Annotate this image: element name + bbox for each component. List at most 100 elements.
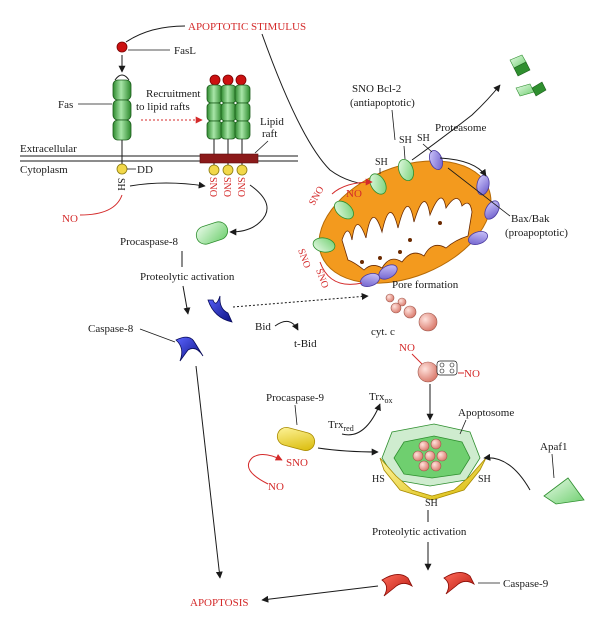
procaspase9-shape [276,427,316,451]
bax-translocation-arrow [439,157,487,177]
procaspase8-shape [195,221,229,245]
fas-receptor [112,74,132,175]
dd-label: DD [137,164,153,176]
apaf1-to-apoptosome-arrow [483,453,531,491]
bax-protein-4 [467,231,489,245]
cyt-c-bound [417,361,439,383]
procaspase9-label: Procaspase-9 [266,392,325,404]
caspase8-to-mito-dotted [232,293,369,308]
bcl2-sno-label-1: SNO [307,185,327,208]
fas-sno-2: SNO [221,177,232,197]
no-cytc-left-line [411,353,423,365]
bax-sh-pointer [422,143,433,153]
bax-label-line1: Bax/Bak [511,213,550,225]
proteasome-label: Proteasome [435,122,486,134]
bcl2-sno-label-3: SNO [313,267,330,290]
apoptosome-sh-bottom-label: SH [425,498,438,509]
no-procaspase9-arrow [248,454,283,485]
caspase9-label: Caspase-9 [503,578,549,590]
apaf1-pointer [551,453,555,479]
apoptosome-hs-label: HS [372,474,385,485]
bid-cleavage-arrow [274,320,299,331]
bid-label: Bid [255,321,271,333]
sno-bcl2-label-line2: (antiapoptotic) [350,97,415,109]
degraded-fragments [509,54,547,97]
cytoplasm-label: Cytoplasm [20,164,68,176]
apoptosome-sh-right-label: SH [478,474,491,485]
caspase8-shape-lower [175,336,204,362]
trx-red-label: Trxred [328,419,354,433]
apaf1-shape [543,477,585,505]
no-label-procaspase9: NO [268,481,284,493]
apoptosome-pointer [459,419,467,435]
no-label-cytc-left: NO [399,342,415,354]
fas-snitrosylation-arrow [129,181,206,189]
cytochrome-c-release [385,293,438,332]
recruitment-label-line2: to lipid rafts [136,101,190,113]
caspase9-to-apoptosis-arrow [261,585,379,603]
caspase9-shape-right [443,572,475,595]
trx-ox-label: Trxox [369,391,393,405]
pore-formation-label: Pore formation [392,279,459,291]
fas-sno-3: SNO [235,177,246,197]
bcl2-label-pointer [391,109,396,141]
proteolytic-activation-label-1: Proteolytic activation [140,271,235,283]
apoptotic-stimulus-label: APOPTOTIC STIMULUS [188,21,306,33]
bax-label-pointer [447,167,511,217]
bcl2-sh-2-pointer [403,145,406,160]
bcl2-sh-label-2: SH [399,135,412,146]
raft-to-procaspase8-arrow [229,184,268,236]
caspase8-to-apoptosis-arrow [195,365,223,579]
fasl-ligand-free [116,41,128,53]
apaf1-label: Apaf1 [540,441,568,453]
recruitment-label-line1: Recruitment [146,88,200,100]
trx-arrow [341,403,381,436]
apoptosome [379,423,487,501]
caspase9-shape-left [381,574,413,597]
bcl2-sno-label-2: SNO [295,247,312,270]
fas-sh-label: SH [115,178,126,191]
bcl2-protein-4 [312,237,336,253]
stimulus-to-fasl-line [125,25,186,43]
caspase8-shape-upper [207,295,233,323]
fas-trimer [206,74,251,176]
sno-bcl2-label-line1: SNO Bcl-2 [352,83,401,95]
lipid-raft-pointer [254,140,269,154]
fasl-label: FasL [174,45,196,57]
bcl2-sh-label-1: SH [375,157,388,168]
no-label-fas: NO [62,213,78,225]
fas-label: Fas [58,99,73,111]
no-bcl2-arrow-2 [319,261,363,285]
procaspase9-sno-label: SNO [286,457,308,469]
bcl2-protein-2 [398,158,414,182]
procaspase9-pointer [294,404,298,426]
stimulus-to-mitochondria-line [261,33,379,186]
caspase8-label: Caspase-8 [88,323,134,335]
bax-protein-3 [484,200,500,220]
cyt-c-label: cyt. c [371,326,395,338]
no-bcl2-arrow [331,178,373,195]
heme-complex [436,360,458,376]
bcl2-protein-3 [334,200,354,220]
no-label-cytc-right: NO [464,368,480,380]
fas-sno-1: SNO [207,177,218,197]
no-label-bcl2: NO [346,188,362,200]
extracellular-label: Extracellular [20,143,77,155]
lipid-raft [199,153,259,164]
bcl2-protein-1 [369,173,387,195]
procaspase8-label: Procaspase-8 [120,236,179,248]
bax-label-line2: (proapoptotic) [505,227,568,239]
apoptosis-label: APOPTOSIS [190,597,249,609]
lipid-raft-label-line2: raft [262,128,277,140]
apoptosome-label: Apoptosome [458,407,514,419]
bax-sh-label: SH [417,133,430,144]
activation-to-caspase8-arrow [182,285,191,315]
caspase8-pointer [139,328,176,343]
proteolytic-activation-label-2: Proteolytic activation [372,526,467,538]
procaspase9-to-apoptosome-arrow [317,447,379,456]
no-fas-arrow [79,194,123,216]
tbid-label: t-Bid [294,338,317,350]
lipid-raft-label-line1: Lipid [260,116,284,128]
mitochondrion [318,160,492,284]
